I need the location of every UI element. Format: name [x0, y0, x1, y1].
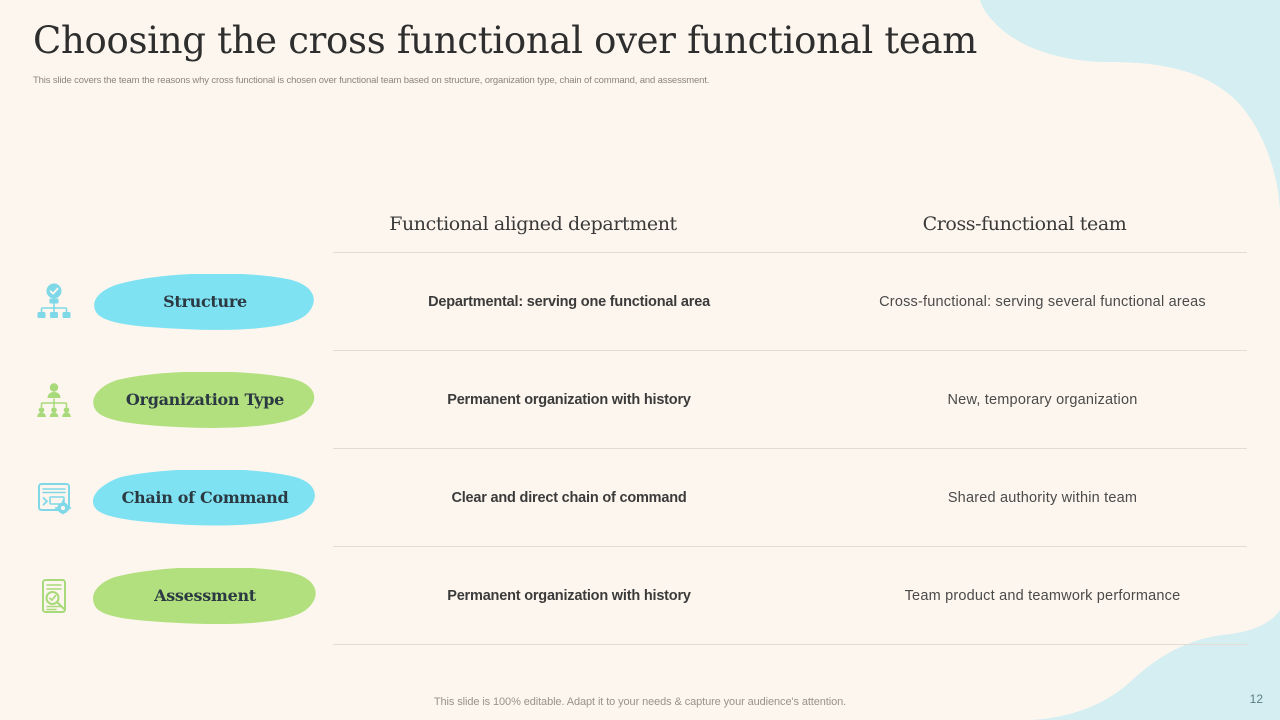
table-divider [333, 448, 1247, 449]
row-badge[interactable]: Organization Type [91, 371, 319, 428]
row-badge[interactable]: Structure [91, 273, 319, 330]
row-badge-label: Structure [163, 292, 247, 311]
row-cell-column-b: New, temporary organization [947, 391, 1138, 408]
row-cell-column-a: Permanent organization with history [447, 587, 691, 604]
row-cell-column-b: Team product and teamwork performance [904, 587, 1181, 604]
footer-note: This slide is 100% editable. Adapt it to… [433, 696, 847, 708]
document-check-icon [36, 577, 72, 615]
org-chart-check-icon [36, 283, 72, 321]
badge-blob-shape [94, 273, 314, 330]
row-badge-label: Organization Type [125, 390, 285, 409]
table-row[interactable]: Structure Departmental: serving one func… [0, 253, 1280, 350]
table-row[interactable]: Chain of Command Clear and direct chain … [0, 449, 1280, 546]
page-title: Choosing the cross functional over funct… [33, 19, 978, 62]
badge-blob-shape [93, 371, 315, 428]
table-divider [333, 350, 1247, 351]
badge-blob-shape [92, 469, 315, 525]
row-cell-column-a: Clear and direct chain of command [451, 489, 687, 506]
row-label-cell: Assessment [0, 567, 333, 624]
row-cell-column-b: Shared authority within team [947, 489, 1138, 506]
comparison-table: Functional aligned department Cross-func… [0, 196, 1280, 645]
table-divider [333, 546, 1247, 547]
row-label-cell: Organization Type [0, 371, 333, 428]
decorative-blob-top-right [980, 0, 1280, 210]
row-cell-column-b: Cross-functional: serving several functi… [879, 293, 1206, 310]
row-badge-label: Assessment [154, 586, 256, 605]
org-chart-people-icon [36, 381, 72, 419]
table-header-row: Functional aligned department Cross-func… [0, 196, 1280, 252]
row-label-cell: Structure [0, 273, 333, 330]
table-divider [333, 644, 1247, 645]
page-subtitle: This slide covers the team the reasons w… [33, 74, 710, 86]
column-a-title: Functional aligned department [389, 213, 677, 235]
row-cell-column-a: Permanent organization with history [447, 391, 691, 408]
row-badge[interactable]: Chain of Command [91, 469, 319, 526]
row-badge[interactable]: Assessment [91, 567, 319, 624]
table-row[interactable]: Assessment Permanent organization with h… [0, 547, 1280, 644]
row-label-cell: Chain of Command [0, 469, 333, 526]
column-b-title: Cross-functional team [922, 213, 1127, 235]
badge-blob-shape [93, 567, 316, 624]
row-cell-column-a: Departmental: serving one functional are… [428, 293, 710, 310]
terminal-gear-icon [36, 479, 72, 517]
table-divider [333, 252, 1247, 253]
slide-header: Choosing the cross functional over funct… [33, 19, 978, 86]
table-header-column-b: Cross-functional team [769, 213, 1280, 235]
row-badge-label: Chain of Command [121, 488, 289, 507]
table-header-column-a: Functional aligned department [297, 213, 769, 235]
page-number: 12 [1249, 692, 1263, 706]
table-row[interactable]: Organization Type Permanent organization… [0, 351, 1280, 448]
